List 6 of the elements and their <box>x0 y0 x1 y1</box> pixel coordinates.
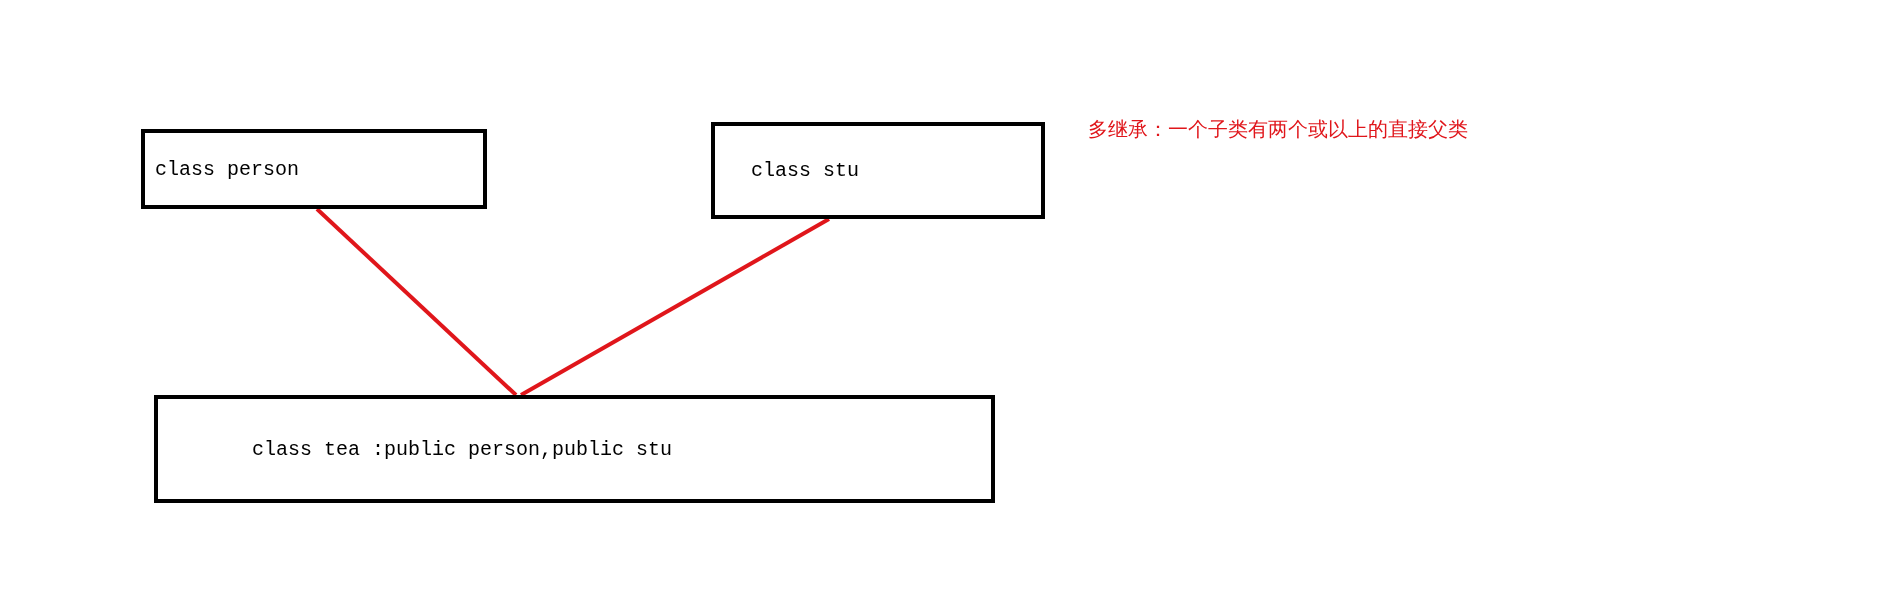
class-box: class tea :public person,public stu <box>154 395 995 503</box>
connector-line <box>315 207 518 397</box>
note-text: 多继承：一个子类有两个或以上的直接父类 <box>1088 116 1468 143</box>
class-box: class person <box>141 129 487 209</box>
connector-line <box>520 217 830 397</box>
class-box: class stu <box>711 122 1045 219</box>
